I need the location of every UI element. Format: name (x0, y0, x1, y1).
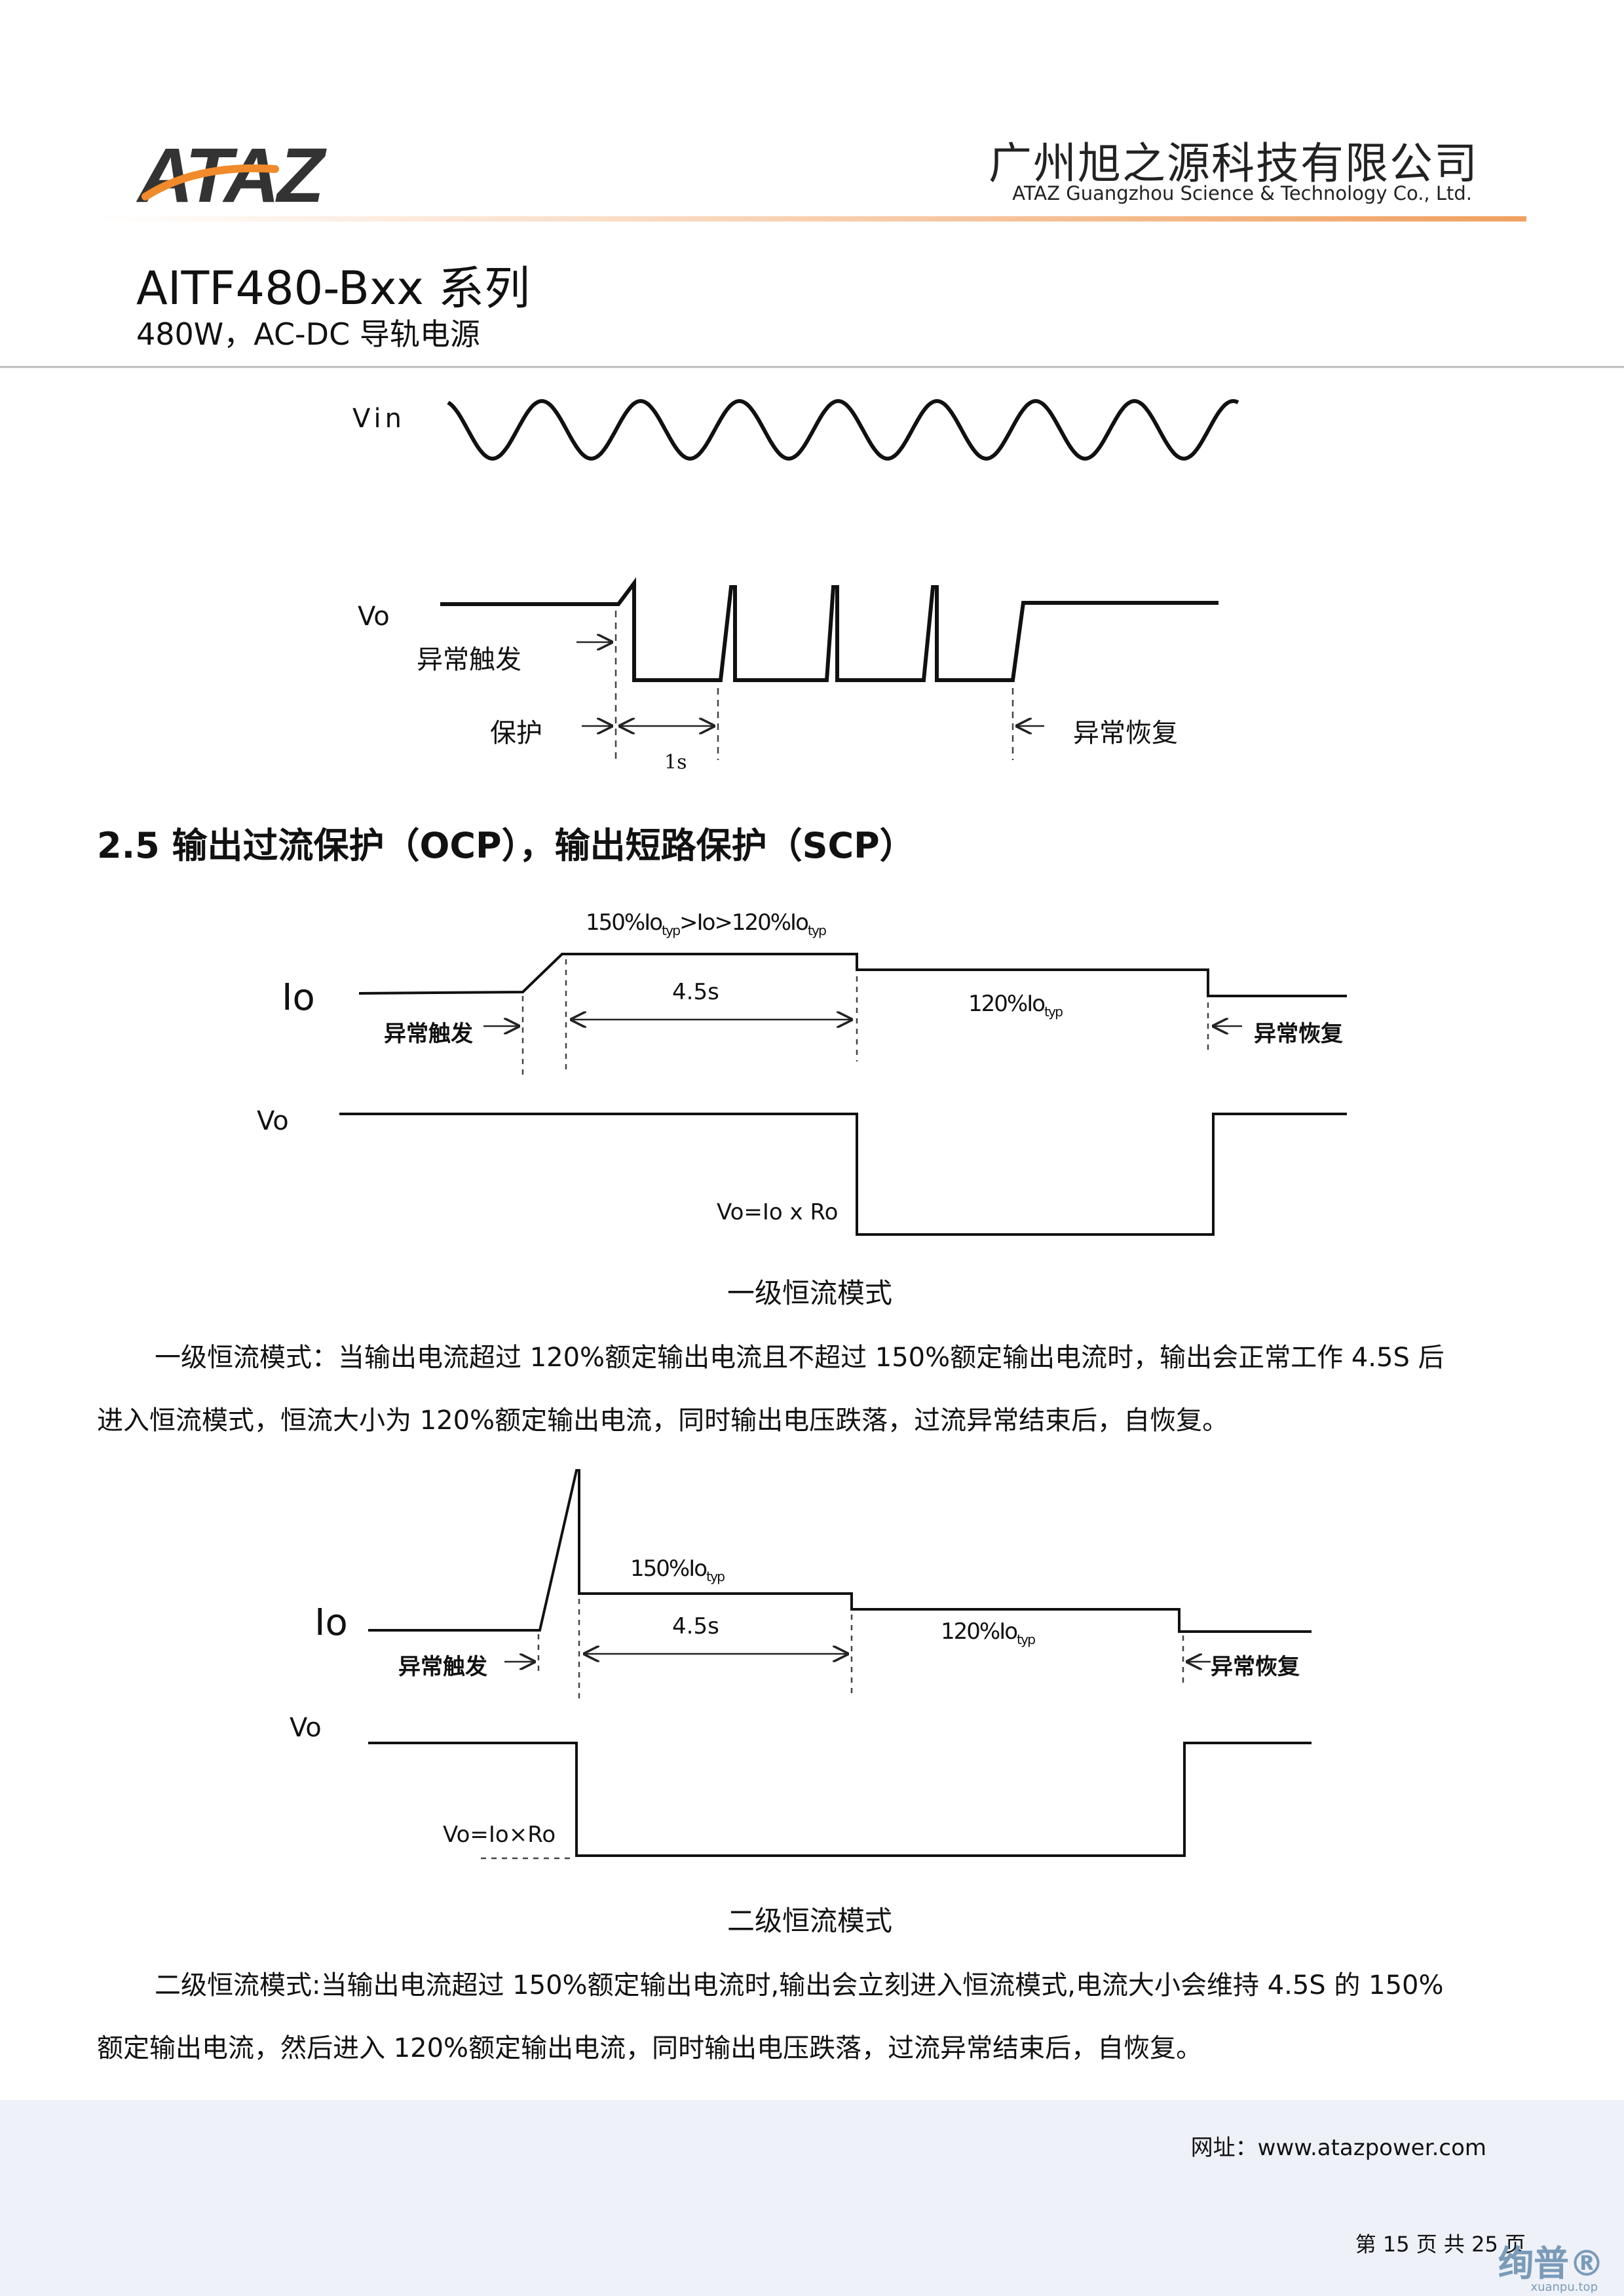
recover-label-1: 异常恢复 (1073, 718, 1178, 748)
trigger-label-2: 异常触发 (384, 1021, 473, 1047)
vo-waveform-2 (339, 1113, 1347, 1236)
caption-level-1: 一级恒流模式 (727, 1277, 893, 1309)
level-120-label-3: 120%Iotyp (941, 1618, 1036, 1647)
paragraph-level-2: 二级恒流模式:当输出电流超过 150%额定输出电流时,输出会立刻进入恒流模式,电… (97, 1970, 1444, 2063)
level-120-label-2: 120%Iotyp (968, 991, 1063, 1020)
watermark-logo: 绚普® (1498, 2243, 1604, 2284)
recover-label-2: 异常恢复 (1254, 1021, 1343, 1047)
level-150-label-3: 150%Iotyp (630, 1556, 725, 1584)
vo-waveform-1 (440, 577, 1218, 682)
vo-label-3: Vo (290, 1713, 322, 1743)
product-subtitle: 480W，AC-DC 导轨电源 (136, 316, 480, 352)
company-logo: ATAZ (138, 132, 324, 219)
vo-equation-2: Vo=Io x Ro (717, 1199, 839, 1225)
vin-label: Vin (352, 404, 406, 434)
io-label-2: Io (282, 976, 315, 1019)
duration-label-2: 4.5s (672, 979, 719, 1005)
ocp-range-label: 150%Iotyp>Io>120%Iotyp (586, 909, 827, 938)
header-rule (98, 216, 1526, 221)
protect-label: 保护 (490, 718, 542, 748)
caption-level-2: 二级恒流模式 (727, 1905, 893, 1937)
one-second-label: 1s (664, 751, 687, 774)
io-waveform-2 (358, 953, 1347, 997)
trigger-label-3: 异常触发 (398, 1654, 487, 1680)
vo-waveform-3 (368, 1742, 1312, 1857)
vin-waveform (447, 399, 1239, 461)
duration-label-3: 4.5s (672, 1613, 719, 1639)
paragraph-level-1: 一级恒流模式：当输出电流超过 120%额定输出电流且不超过 150%额定输出电流… (97, 1343, 1445, 1436)
section-title: 2.5 输出过流保护（OCP），输出短路保护（SCP） (97, 825, 915, 866)
company-name-en: ATAZ Guangzhou Science & Technology Co.,… (1012, 182, 1472, 204)
company-name-cn: 广州旭之源科技有限公司 (989, 138, 1479, 189)
recover-label-3: 异常恢复 (1211, 1654, 1300, 1680)
logo-swoosh (142, 164, 279, 201)
vo-label-1: Vo (358, 602, 390, 632)
vo-label-2: Vo (257, 1106, 289, 1136)
website-link[interactable]: 网址：www.atazpower.com (1190, 2135, 1486, 2161)
page-number: 第 15 页 共 25 页 (1355, 2232, 1526, 2257)
io-waveform-3 (368, 1469, 1312, 1633)
product-title: AITF480-Bxx 系列 (136, 261, 531, 315)
vo-equation-3: Vo=Io×Ro (443, 1822, 556, 1848)
footer-band (0, 2100, 1624, 2296)
watermark-domain: xuanpu.top (1530, 2280, 1598, 2294)
trigger-label-1: 异常触发 (417, 645, 521, 675)
io-label-3: Io (314, 1601, 348, 1644)
